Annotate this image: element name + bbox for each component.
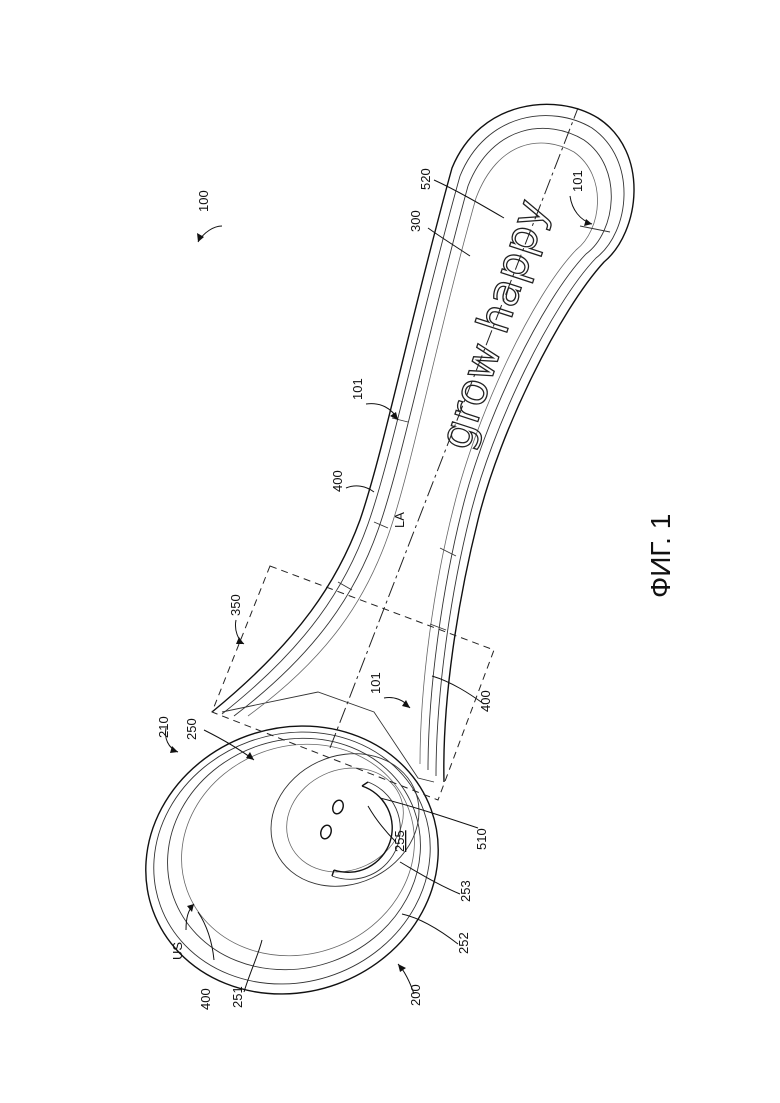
smiley-feature: [319, 782, 400, 879]
detail-region-350: [212, 566, 494, 800]
surface-label-us: US: [170, 942, 185, 960]
ref-252: 252: [456, 932, 471, 954]
ref-253: 253: [458, 880, 473, 902]
ref-510: 510: [474, 828, 489, 850]
axis-label: LA: [392, 512, 407, 528]
ref-250: 250: [184, 718, 199, 740]
ref-101-upper-edge: 101: [350, 378, 365, 400]
ref-520: 520: [418, 168, 433, 190]
ref-400-upper: 400: [330, 470, 345, 492]
ref-101-top: 101: [570, 170, 585, 192]
ref-300: 300: [408, 210, 423, 232]
ref-350: 350: [228, 594, 243, 616]
ref-255: 255: [392, 830, 407, 852]
ref-251: 251: [230, 986, 245, 1008]
ref-400-bowl: 400: [198, 988, 213, 1010]
neck-shoulder: [222, 692, 434, 782]
ref-210: 210: [156, 716, 171, 738]
ref-100: 100: [196, 190, 211, 212]
figure-caption: ФИГ. 1: [645, 514, 676, 598]
ref-101-lower-edge: 101: [368, 672, 383, 694]
ref-200: 200: [408, 984, 423, 1006]
spoon-handle: [212, 104, 634, 782]
